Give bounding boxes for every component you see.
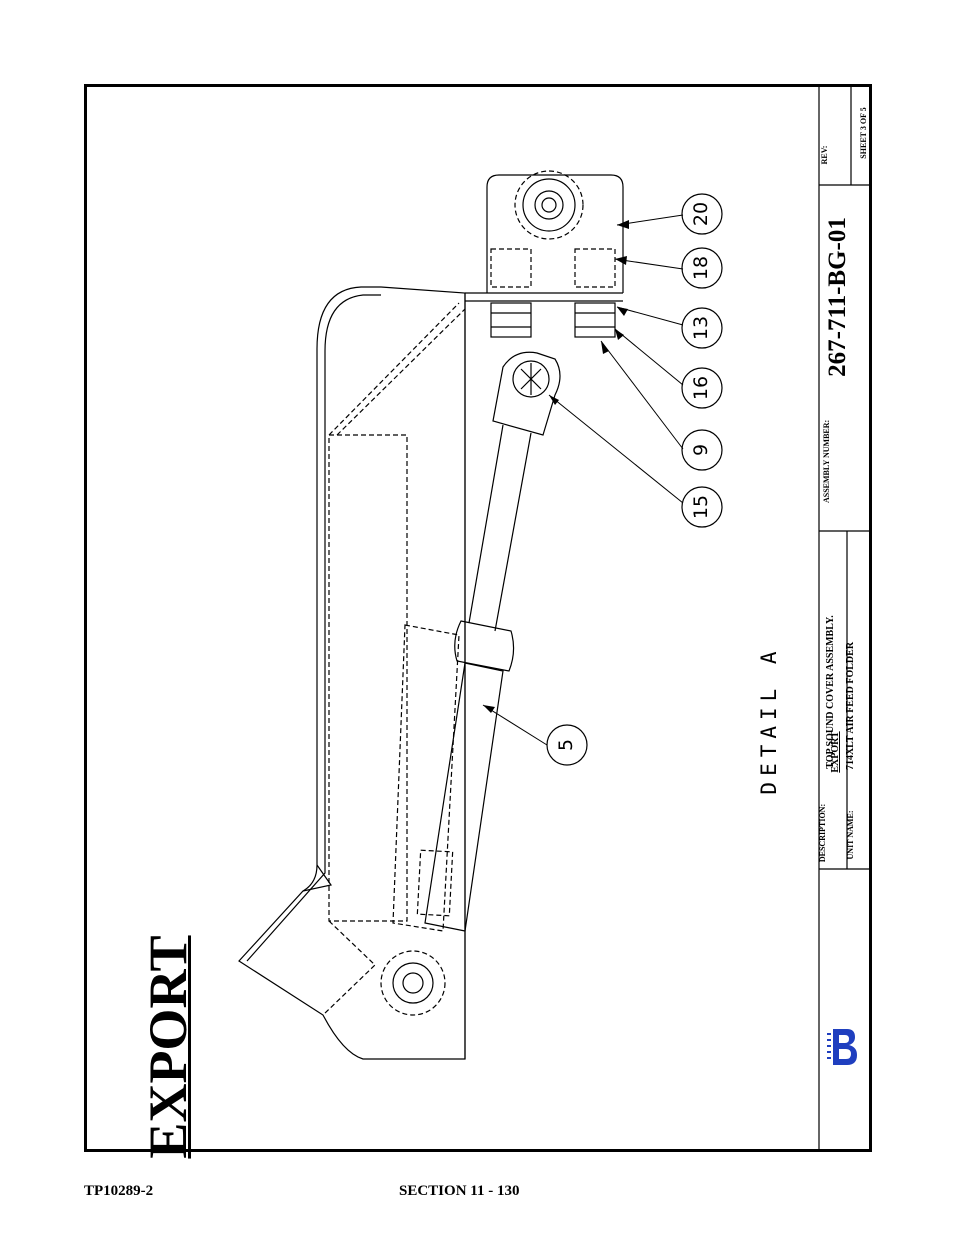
leader-16 <box>614 328 684 386</box>
balloon-20 <box>681 193 723 235</box>
cover-profile-outer <box>238 286 466 1060</box>
balloon-label-15: 15 <box>690 494 712 520</box>
leader-5 <box>482 704 548 746</box>
unit-name-label: UNIT NAME: <box>846 810 855 860</box>
balloon-15 <box>681 486 723 528</box>
nut-right <box>574 302 616 338</box>
balloon-5 <box>546 724 588 766</box>
hidden-lower-boss <box>380 950 446 1016</box>
top-pivot-outer <box>522 178 576 232</box>
balloon-label-20: 20 <box>690 201 712 227</box>
description-label: DESCRIPTION: <box>818 803 827 863</box>
balloon-label-18: 18 <box>690 255 712 281</box>
cylinder-collar <box>454 620 515 672</box>
balloon-18 <box>681 247 723 289</box>
balloon-label-13: 13 <box>690 315 712 341</box>
cover-profile-inner <box>246 294 381 962</box>
detail-label: DETAIL A <box>757 645 781 795</box>
cylinder-body <box>424 662 504 932</box>
balloon-label-9: 9 <box>690 443 712 457</box>
footer-document-id: TP10289-2 <box>84 1183 154 1199</box>
hidden-rod-lower <box>392 624 460 932</box>
hidden-top-boss <box>514 170 584 240</box>
balloon-13 <box>681 307 723 349</box>
leader-13 <box>616 306 684 326</box>
lower-pivot-outer <box>392 962 434 1004</box>
description-line2: EXPORT <box>830 731 841 773</box>
leader-9 <box>600 340 684 450</box>
hidden-bolt-2 <box>574 248 616 288</box>
balloon-9 <box>681 429 723 471</box>
mount-bracket <box>486 174 624 293</box>
cover-chamfer <box>302 864 333 892</box>
balloon-label-5: 5 <box>555 738 577 752</box>
hidden-brace <box>328 302 460 436</box>
footer-section: SECTION 11 - 130 <box>399 1183 520 1199</box>
top-pivot-inner <box>534 190 564 220</box>
balloon-16 <box>681 367 723 409</box>
rod-eye <box>492 351 561 436</box>
unit-name: 714XLT AIR FEED FOLDER <box>845 641 856 771</box>
hidden-bolt-1 <box>490 248 532 288</box>
hidden-pocket <box>328 434 408 922</box>
assembly-number: 267-711-BG-01 <box>824 217 851 377</box>
rev-label: REV: <box>820 145 829 165</box>
company-logo <box>827 1029 857 1065</box>
balloon-label-16: 16 <box>690 375 712 401</box>
sheet-label: SHEET 3 OF 5 <box>859 107 868 159</box>
drawing-sheet: EXPORT DETAIL A 20 18 13 16 9 15 5 REV: … <box>84 84 872 1159</box>
page-title: EXPORT <box>138 935 198 1159</box>
technical-drawing <box>238 87 869 1149</box>
nut-left <box>490 302 532 338</box>
hidden-brace-2 <box>336 308 466 436</box>
rod-eye-bolt <box>512 360 550 398</box>
hidden-lower-bracket <box>322 920 376 1016</box>
cylinder-rod <box>468 424 532 632</box>
leader-15 <box>548 394 684 504</box>
